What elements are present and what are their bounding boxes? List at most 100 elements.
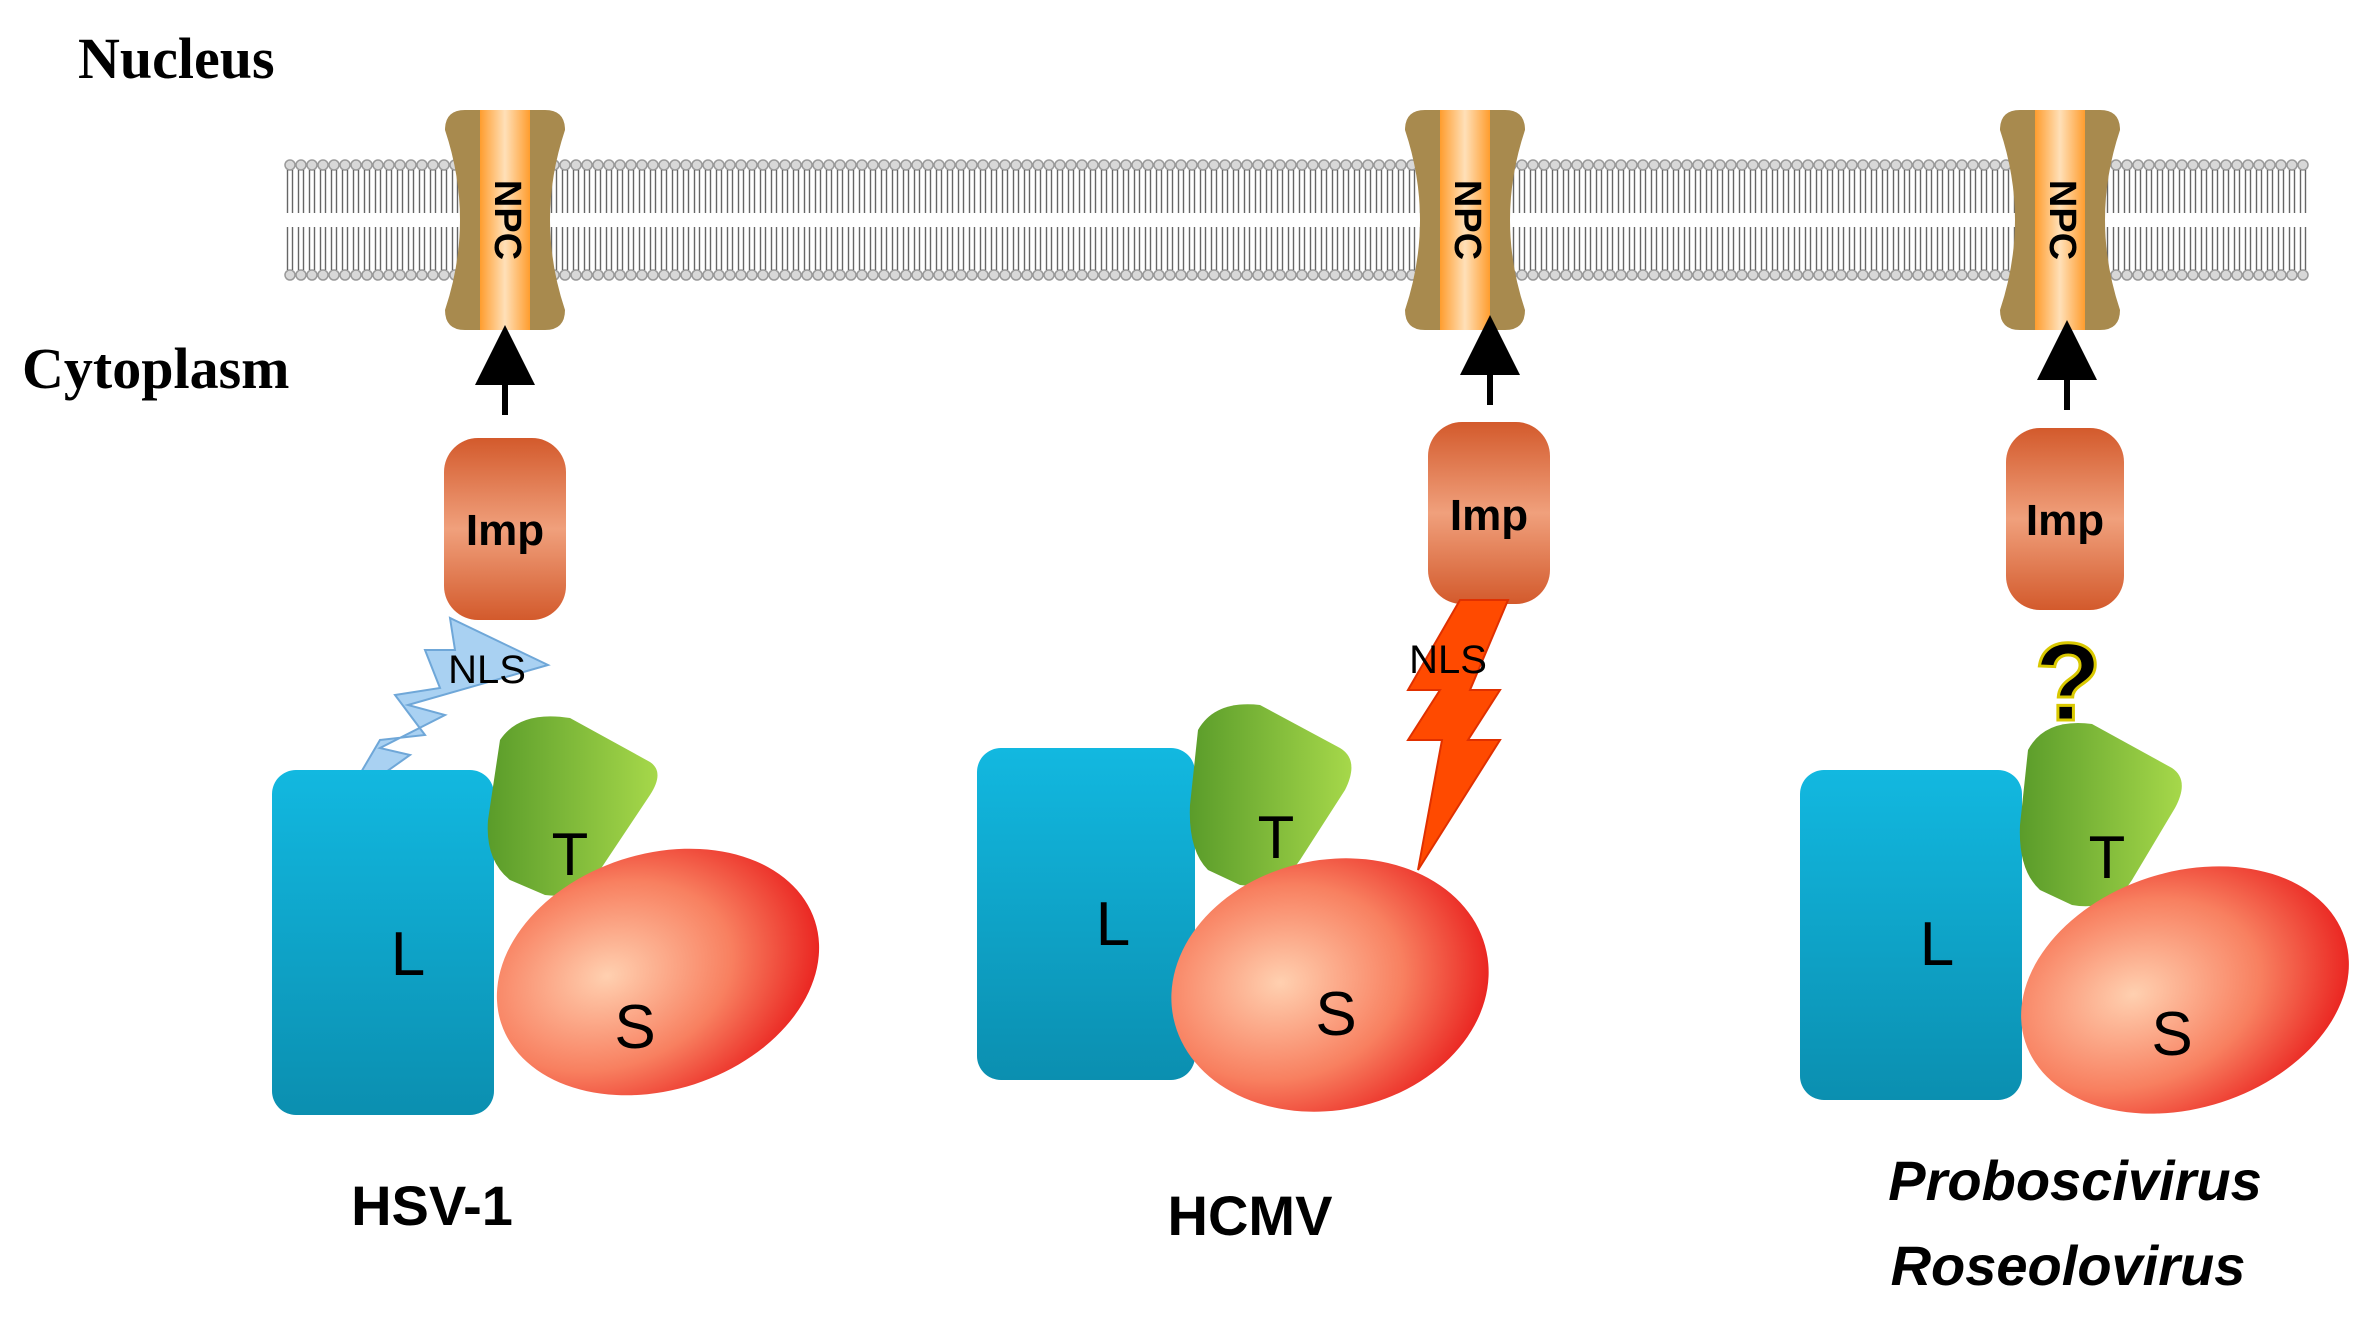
lipid-head: [735, 269, 747, 281]
lipid-head: [1318, 159, 1330, 171]
lipid-head: [636, 269, 648, 281]
lipid-head: [713, 159, 725, 171]
lipid-head: [1516, 159, 1528, 171]
nls-label: NLS: [448, 648, 526, 692]
lipid-head: [1725, 159, 1737, 171]
lipid-head: [1846, 269, 1858, 281]
lipid-head: [1956, 269, 1968, 281]
small-subunit-label: S: [1315, 980, 1356, 1049]
lipid-head: [1252, 159, 1264, 171]
lipid-head: [768, 269, 780, 281]
lipid-head: [1681, 159, 1693, 171]
lipid-head: [1395, 159, 1407, 171]
importin-box: [1428, 422, 1550, 604]
lipid-head: [1538, 269, 1550, 281]
lipid-head: [812, 159, 824, 171]
triplex-subunit: [2019, 723, 2182, 907]
lipid-head: [1263, 159, 1275, 171]
lipid-head: [1153, 159, 1165, 171]
lipid-head: [933, 269, 945, 281]
complex-hcmv: Imp NLS L T S HCMV: [977, 422, 1550, 1247]
lipid-head: [1747, 159, 1759, 171]
lipid-head: [1054, 159, 1066, 171]
lipid-head: [944, 159, 956, 171]
small-subunit: [2021, 866, 2349, 1114]
lipid-head: [1120, 159, 1132, 171]
lipid-head: [306, 269, 318, 281]
lipid-head: [1054, 269, 1066, 281]
lipid-head: [867, 159, 879, 171]
lipid-head: [1384, 159, 1396, 171]
npc-label: NPC: [1446, 180, 1488, 260]
lipid-head: [1989, 269, 2001, 281]
lipid-head: [1692, 159, 1704, 171]
lipid-head: [1956, 159, 1968, 171]
large-subunit: [977, 748, 1195, 1080]
lipid-head: [1978, 159, 1990, 171]
lipid-head: [1538, 159, 1550, 171]
lipid-head: [1076, 269, 1088, 281]
lipid-head: [306, 159, 318, 171]
lipid-head: [1263, 269, 1275, 281]
lipid-head: [1714, 159, 1726, 171]
lipid-head: [779, 269, 791, 281]
lipid-head: [2253, 159, 2265, 171]
importin-label: Imp: [1450, 491, 1528, 540]
lipid-head: [889, 159, 901, 171]
lipid-head: [1593, 159, 1605, 171]
lipid-head: [559, 269, 571, 281]
lipid-head: [790, 159, 802, 171]
lipid-head: [680, 159, 692, 171]
lipid-head: [405, 269, 417, 281]
lipid-head: [768, 159, 780, 171]
npc-label: NPC: [486, 180, 528, 260]
lipid-head: [383, 159, 395, 171]
lipid-head: [1120, 269, 1132, 281]
large-subunit-label: L: [1920, 910, 1954, 979]
lipid-head: [1087, 159, 1099, 171]
lipid-head: [1604, 269, 1616, 281]
lipid-head: [636, 159, 648, 171]
lipid-head: [1912, 269, 1924, 281]
lipid-head: [614, 269, 626, 281]
lipid-head: [1659, 269, 1671, 281]
lipid-head: [328, 269, 340, 281]
lipid-head: [1208, 159, 1220, 171]
lipid-head: [1307, 269, 1319, 281]
lipid-head: [1769, 269, 1781, 281]
lipid-head: [691, 159, 703, 171]
lipid-head: [1274, 159, 1286, 171]
lipid-head: [801, 269, 813, 281]
lipid-head: [1659, 159, 1671, 171]
lipid-head: [691, 269, 703, 281]
lipid-head: [1395, 269, 1407, 281]
lipid-head: [757, 159, 769, 171]
lipid-head: [1164, 269, 1176, 281]
large-subunit-label: L: [1096, 890, 1130, 959]
lipid-head: [394, 269, 406, 281]
virus-name: HSV-1: [351, 1174, 513, 1237]
lipid-head: [2264, 269, 2276, 281]
nls-signal: [1406, 599, 1510, 871]
lipid-head: [1087, 269, 1099, 281]
lipid-head: [1670, 269, 1682, 281]
lipid-head: [966, 159, 978, 171]
lipid-head: [2110, 269, 2122, 281]
lipid-head: [1890, 159, 1902, 171]
lipid-head: [2209, 269, 2221, 281]
lipid-head: [1637, 269, 1649, 281]
lipid-head: [1340, 269, 1352, 281]
lipid-head: [603, 159, 615, 171]
lipid-head: [1901, 269, 1913, 281]
lipid-head: [966, 269, 978, 281]
lipid-head: [1769, 159, 1781, 171]
lipid-head: [1736, 269, 1748, 281]
lipid-head: [2110, 159, 2122, 171]
lipid-head: [2132, 269, 2144, 281]
lipid-head: [1021, 159, 1033, 171]
lipid-head: [1582, 159, 1594, 171]
lipid-head: [1857, 269, 1869, 281]
lipid-head: [2132, 159, 2144, 171]
lipid-head: [2198, 159, 2210, 171]
